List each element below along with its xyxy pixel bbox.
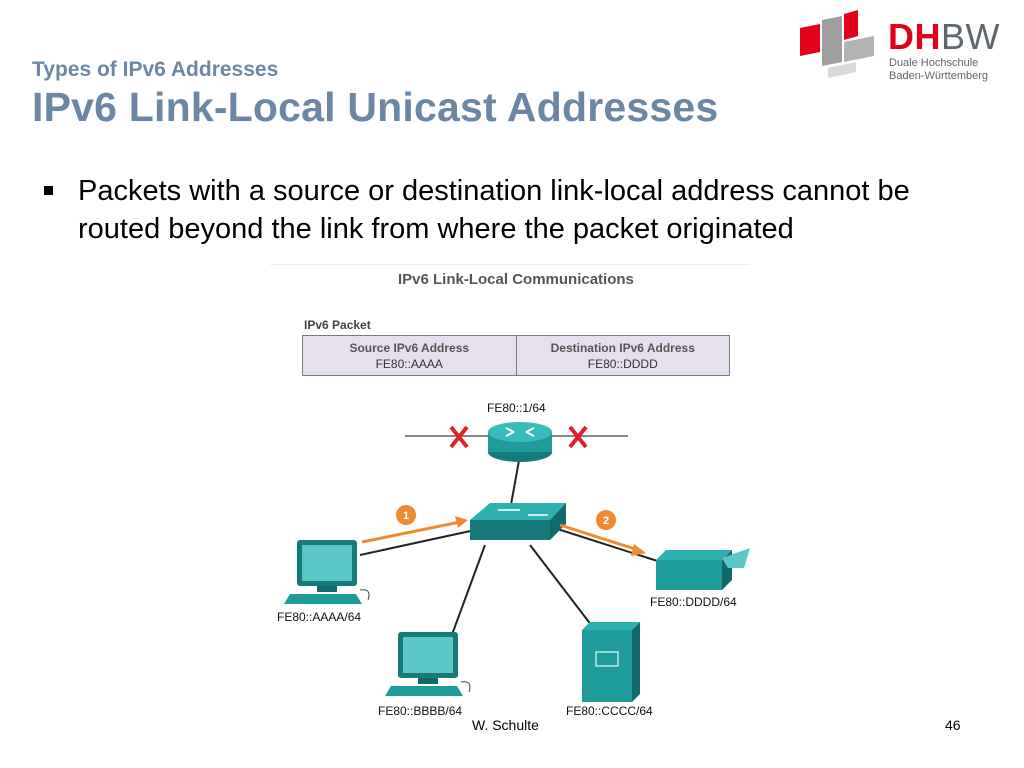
server-host-c-icon	[582, 622, 640, 702]
flow-arrow-1	[361, 516, 468, 544]
printer-host-d-icon	[656, 548, 750, 590]
logo-bw: BW	[941, 16, 1000, 57]
bullet-text: Packets with a source or destination lin…	[78, 175, 910, 245]
logo-dh: DH	[888, 16, 941, 57]
source-address-cell: Source IPv6 Address FE80::AAAA	[303, 336, 517, 375]
link-host-c	[529, 544, 596, 631]
logo-line-2: Baden-Württemberg	[889, 70, 989, 82]
dhbw-logo-icon	[800, 10, 874, 78]
step-1-badge	[396, 505, 416, 525]
bullet-square-icon	[44, 186, 53, 195]
slide-title: IPv6 Link-Local Unicast Addresses	[32, 84, 719, 130]
destination-address-cell: Destination IPv6 Address FE80::DDDD	[517, 336, 730, 375]
figure-divider	[270, 264, 750, 265]
destination-address-header: Destination IPv6 Address	[550, 341, 695, 355]
link-host-b	[449, 544, 486, 641]
figure-title: IPv6 Link-Local Communications	[398, 271, 634, 288]
source-address-header: Source IPv6 Address	[349, 341, 470, 355]
packet-label: IPv6 Packet	[304, 318, 371, 332]
host-c-address-label: FE80::CCCC/64	[566, 704, 653, 718]
blocked-x-left-icon: X	[449, 425, 469, 449]
blocked-x-right-icon: X	[568, 425, 588, 449]
pc-host-a-icon	[284, 540, 370, 604]
link-host-d	[544, 524, 671, 566]
step-1-number: 1	[403, 510, 409, 522]
host-b-address-label: FE80::BBBB/64	[378, 704, 463, 718]
host-a-address-label: FE80::AAAA/64	[277, 610, 362, 624]
step-2-badge	[596, 510, 616, 530]
link-host-a	[359, 529, 476, 556]
switch-icon	[470, 503, 566, 540]
router-switch-link	[509, 454, 521, 511]
host-d-address-label: FE80::DDDD/64	[650, 595, 737, 609]
page-number: 46	[945, 717, 961, 733]
footer-author: W. Schulte	[472, 717, 539, 733]
router-address-label: FE80::1/64	[487, 401, 546, 415]
step-2-number: 2	[603, 515, 609, 527]
router-icon	[488, 422, 552, 462]
slide-subtitle: Types of IPv6 Addresses	[32, 58, 279, 81]
destination-address-value: FE80::DDDD	[587, 357, 658, 371]
logo-line-1: Duale Hochschule	[889, 57, 979, 69]
source-address-value: FE80::AAAA	[375, 357, 443, 371]
pc-host-b-icon	[385, 632, 471, 696]
flow-arrow-2	[559, 523, 646, 556]
ipv6-packet-table: Source IPv6 Address FE80::AAAA Destinati…	[302, 335, 730, 376]
logo-wordmark: DHBW	[888, 16, 1000, 58]
